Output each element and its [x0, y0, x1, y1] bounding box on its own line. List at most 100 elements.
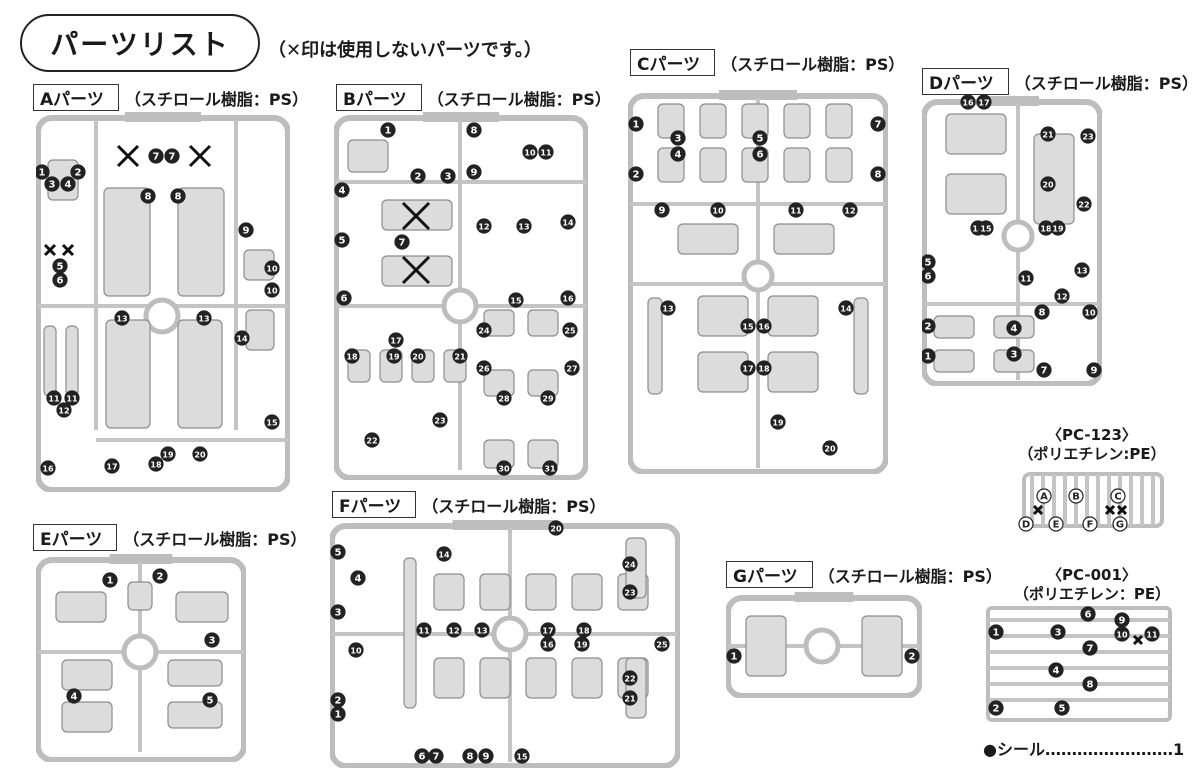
runner-c-part-4-3-dot: [670, 146, 686, 162]
pc123-part-F-5-label: F: [1087, 520, 1094, 531]
runner-d-part-9-8-label: 9: [1091, 366, 1098, 377]
pc123-part-D-3-label: D: [1022, 520, 1030, 531]
runner-c-part-2-1: 2: [628, 166, 644, 182]
runner-b-part-24-23-label: 24: [478, 327, 490, 336]
runner-f-part-2-1-label: 2: [335, 696, 342, 707]
runner-e-part-2-1: 2: [152, 568, 168, 584]
runner-f-rod-left: [403, 557, 417, 709]
runner-a-part-18-22-dot: [148, 456, 164, 472]
pc001-part-3-2-dot: [1050, 624, 1066, 640]
runner-e-piece-4b: [61, 701, 113, 733]
runner-g-center-ring: [803, 627, 841, 665]
pc001-part-7-6: 7: [1082, 640, 1098, 656]
runner-b-part-12-11-label: 12: [478, 223, 489, 232]
runner-d-part-6-5: 6: [922, 268, 936, 284]
runner-e-piece-5b: [167, 701, 223, 729]
runner-a-part-12-15-label: 12: [58, 407, 69, 416]
pc001-part-1-0: 1: [988, 624, 1004, 640]
runner-c-part-1-0: 1: [628, 116, 644, 132]
runner-a-unused-x4-b: [61, 243, 75, 257]
runner-b-part-4-3-label: 4: [339, 186, 346, 197]
runner-c-part-13-12: 13: [660, 300, 676, 316]
runner-f-part-3-2-label: 3: [335, 608, 342, 619]
runner-b-part-28-27-label: 28: [498, 395, 510, 404]
runner-f-part-4-3: 4: [350, 570, 366, 586]
runner-b-part-2-1-label: 2: [415, 172, 422, 183]
runner-f-part-22-21-label: 22: [624, 675, 635, 684]
runner-b-part-18-17-dot: [344, 348, 360, 364]
runner-b-part-30-29-dot: [496, 460, 512, 476]
pc123-part-B-1: B: [1068, 488, 1084, 504]
runner-c-joint-left: [677, 223, 739, 255]
runner-f-part-20-19-dot: [548, 520, 564, 536]
runner-f-part-21-20-dot: [622, 690, 638, 706]
runner-e-part-5-4-label: 5: [207, 696, 214, 707]
runner-c-part-17-16-dot: [740, 360, 756, 376]
runner-c-part-2-1-label: 2: [633, 170, 640, 181]
pc001-part-9-8: 9: [1114, 612, 1130, 628]
runner-a-part-8-8-dot: [140, 188, 156, 204]
pc001-part-11-10: 11: [1144, 626, 1160, 642]
runner-f-part-19-18-label: 19: [576, 641, 588, 650]
pc001-part-6-5: 6: [1080, 606, 1096, 622]
runner-b-part-13-12-label: 13: [518, 223, 529, 232]
runner-c-part-5-4: 5: [752, 130, 768, 146]
pc001-part-2-1-dot: [988, 700, 1004, 716]
runner-a-part-16-20: 16: [40, 460, 56, 476]
runner-b-part-9-8-label: 9: [471, 168, 478, 179]
runner-d-part-15-14-dot: [978, 220, 994, 236]
runner-b-part-20-19-dot: [410, 348, 426, 364]
runner-b-head: [347, 139, 389, 173]
runner-d-part-13-12-label: 13: [1076, 267, 1087, 276]
runner-b-part-28-27-dot: [496, 390, 512, 406]
runner-f-part-22-21: 22: [622, 670, 638, 686]
pc001-unused-x1-b: [1132, 634, 1144, 646]
runner-d-part-2-1-label: 2: [925, 322, 932, 333]
runner-f-part-22-21-dot: [622, 670, 638, 686]
runner-b-part-30-29: 30: [496, 460, 512, 476]
runner-e-header: Eパーツ （スチロール樹脂：PS）: [33, 524, 307, 551]
runner-g-part-1-0-dot: [726, 648, 742, 664]
pc001-part-11-10-dot: [1144, 626, 1160, 642]
runner-d-long-part: [1033, 133, 1075, 225]
runner-d-part-17-16-label: 17: [978, 99, 989, 108]
runner-a-rod-a: [43, 325, 57, 397]
runner-c-part-15-14: 15: [740, 318, 756, 334]
pc001-part-5-4-label: 5: [1059, 704, 1066, 715]
seal-count: ●シール……………………1: [983, 740, 1185, 759]
runner-e-part-4-3: 4: [66, 688, 82, 704]
runner-b-part-1-0-dot: [380, 122, 396, 138]
pc001-name: 〈PC-001〉: [1047, 566, 1137, 584]
runner-e-part-1-0-label: 1: [107, 576, 114, 587]
runner-d-part-13-12: 13: [1074, 262, 1090, 278]
runner-a-part-10-11: 10: [264, 260, 280, 276]
runner-d-part-7-6-label: 7: [1041, 366, 1048, 377]
runner-c-armor-piece-1-1: [699, 147, 727, 183]
runner-c-joint-right: [773, 223, 835, 255]
runner-c-part-15-14-label: 15: [742, 323, 754, 332]
runner-a-part-11-13-label: 11: [48, 395, 60, 404]
runner-b-part-23-22-label: 23: [434, 417, 445, 426]
runner-a-part-2-1-label: 2: [75, 168, 82, 179]
runner-c-part-7-6-dot: [870, 116, 886, 132]
pc001-material: （ポリエチレン：PE）: [1013, 585, 1171, 603]
runner-b-part-7-6-dot: [394, 234, 410, 250]
runner-b-part-13-12-dot: [516, 218, 532, 234]
runner-b-part-8-7-label: 8: [471, 126, 478, 137]
pc123-part-F-5-dot: [1082, 516, 1098, 532]
runner-c-chest-ul: [697, 295, 749, 337]
runner-d-part-23-22-dot: [1080, 128, 1096, 144]
runner-e-center-ring: [121, 633, 159, 671]
runner-a-part-12-15-dot: [56, 402, 72, 418]
runner-d-part-21-20-label: 21: [1042, 131, 1054, 140]
pc123-material: （ポリエチレン:PE）: [1018, 445, 1166, 463]
runner-e-part-3-2-dot: [204, 632, 220, 648]
runner-a-part-4-3-label: 4: [65, 180, 72, 191]
runner-d-part-9-8: 9: [1086, 362, 1102, 378]
runner-b-part-10-9-label: 10: [524, 149, 536, 158]
runner-f-part-19-18: 19: [574, 636, 590, 652]
runner-a-part-8-9: 8: [170, 188, 186, 204]
runner-f-part-9-8-label: 9: [483, 752, 490, 763]
runner-d-part-10-9: 10: [1082, 304, 1098, 320]
